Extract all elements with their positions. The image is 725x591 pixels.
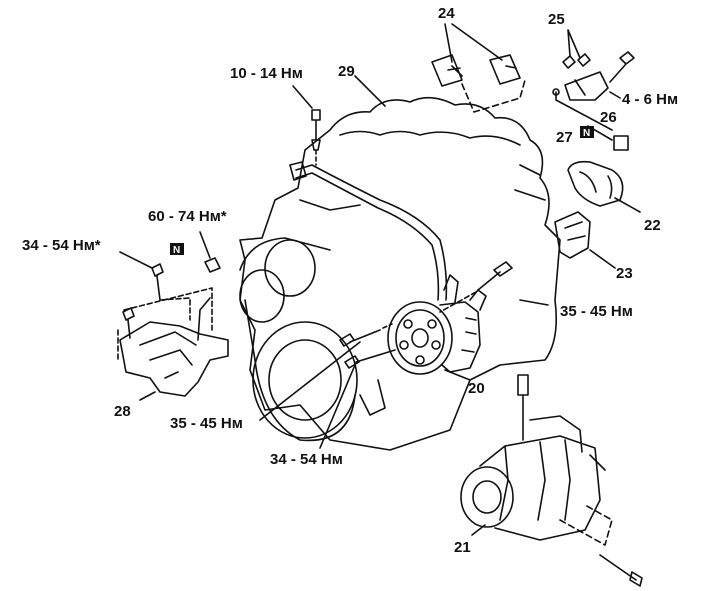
ps-pump-pulley [387, 301, 453, 375]
callout-20: 20 [468, 380, 485, 397]
engine-block-outline [239, 96, 561, 451]
torque-34-54: 34 - 54 Нм [270, 451, 343, 468]
pressure-switch [517, 374, 529, 441]
hose-bolt [311, 109, 321, 151]
new-part-mark-b: N [583, 128, 590, 139]
callout-29: 29 [338, 63, 355, 80]
bolt-4-6 [609, 51, 635, 83]
callout-24: 24 [438, 5, 455, 22]
pump-bolt-upper [477, 261, 513, 291]
oring-27 [613, 135, 629, 151]
new-part-mark-a: N [173, 245, 180, 256]
idler-pulley [264, 239, 316, 297]
clamp-24-left [431, 54, 463, 87]
pressure-hose [295, 164, 448, 301]
crank-pulley [252, 321, 358, 439]
torque-60-74: 60 - 74 Нм* [148, 208, 227, 225]
bolt-25b [577, 53, 591, 67]
sensor-bracket-26 [564, 71, 609, 101]
bracket-22 [567, 160, 624, 207]
callout-28: 28 [114, 403, 131, 420]
compressor-body [479, 435, 601, 541]
torque-35-45-left: 35 - 45 Нм [170, 415, 243, 432]
callout-26: 26 [600, 109, 617, 126]
bracket-23 [554, 211, 591, 259]
pump-bolt-lower-b [344, 349, 396, 369]
engine-side-detail [299, 164, 546, 211]
callout-23: 23 [616, 265, 633, 282]
callout-27: 27 [556, 129, 573, 146]
torque-4-6: 4 - 6 Нм [622, 91, 679, 108]
torque-10-14: 10 - 14 Нм [230, 65, 303, 82]
mount-nut [204, 257, 221, 273]
callout-21: 21 [454, 539, 471, 556]
torque-34-54-star: 34 - 54 Нм* [22, 237, 101, 254]
callout-25: 25 [548, 11, 565, 28]
compressor-bolt [599, 554, 643, 587]
engine-head-detail [339, 130, 521, 146]
new-part-marks: N N [170, 126, 594, 256]
callout-22: 22 [644, 217, 661, 234]
drive-belt [239, 237, 356, 442]
pump-bolt-lower-a [339, 329, 381, 347]
engine-mount-28 [119, 321, 229, 397]
ps-pump-body [439, 301, 481, 373]
bolt-25a [562, 55, 576, 69]
mount-bolt-b [151, 263, 164, 301]
torque-35-45-right: 35 - 45 Нм [560, 303, 633, 320]
clamp-24-right [489, 54, 521, 85]
compressor-pulley [460, 466, 514, 528]
